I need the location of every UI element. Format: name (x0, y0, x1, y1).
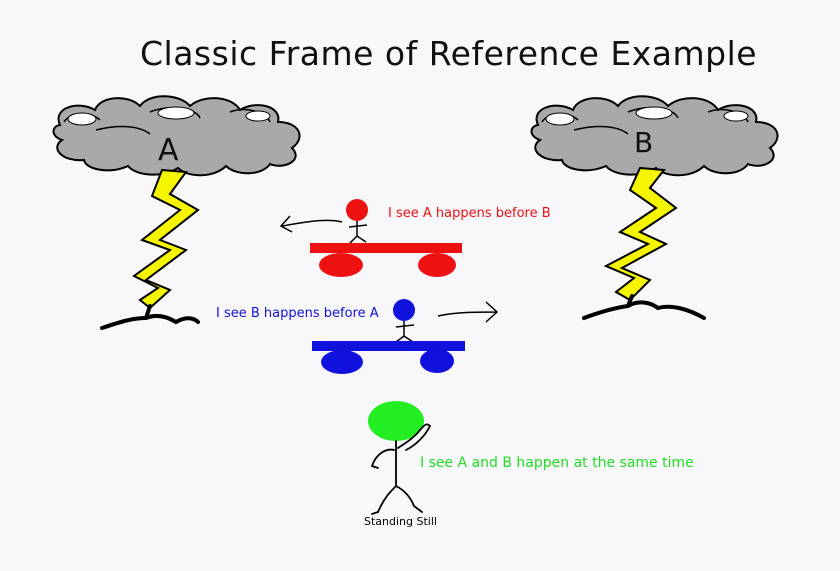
ground-b (582, 294, 706, 320)
standing-still-label: Standing Still (364, 515, 437, 528)
standing-observer-caption: I see A and B happen at the same time (420, 455, 694, 471)
red-train (279, 199, 462, 277)
cloud-a-shape (52, 95, 301, 177)
red-observer-body (348, 221, 368, 244)
blue-train-wheel-right (420, 349, 454, 373)
blue-observer-head (393, 299, 415, 321)
red-observer-head (346, 199, 368, 221)
blue-train-arrow (437, 301, 499, 323)
blue-train-wheel-left (321, 350, 363, 374)
standing-observer (368, 401, 432, 515)
cloud-a-label: A (158, 133, 179, 168)
storm-cloud-b: B (530, 95, 779, 177)
cloud-b-shape (530, 95, 779, 177)
blue-observer-body (395, 321, 415, 343)
ground-a (100, 304, 200, 330)
lightning-bolt-b (603, 166, 678, 302)
blue-train (312, 299, 499, 374)
lightning-bolt-a (132, 168, 200, 310)
red-train-wheel-right (418, 253, 456, 277)
cloud-b-label: B (634, 126, 653, 159)
standing-observer-head (368, 401, 424, 441)
storm-cloud-a: A (52, 95, 301, 177)
blue-train-platform (312, 341, 465, 351)
page-title: Classic Frame of Reference Example (140, 34, 758, 73)
red-train-wheel-left (319, 253, 363, 277)
standing-observer-body (370, 423, 432, 515)
red-train-platform (310, 243, 462, 253)
red-train-arrow (279, 215, 343, 233)
red-observer-caption: I see A happens before B (388, 206, 551, 221)
blue-observer-caption: I see B happens before A (216, 306, 379, 321)
